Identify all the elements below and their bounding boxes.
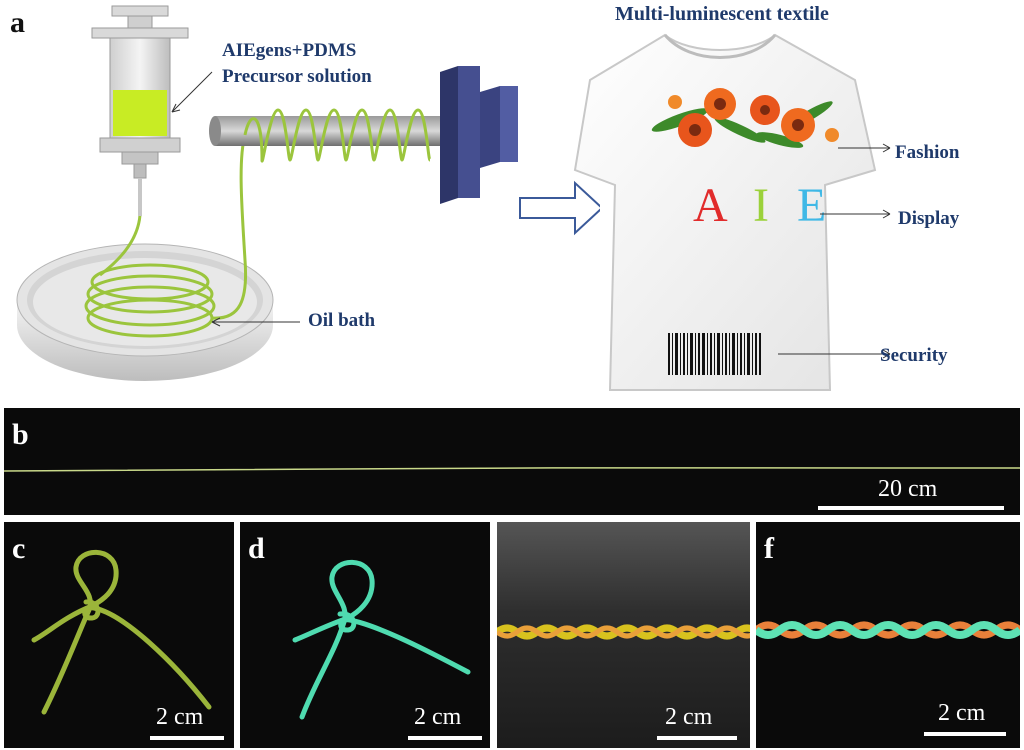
fiber-spring <box>243 108 432 163</box>
scale-text-c: 2 cm <box>156 704 204 730</box>
panel-c-label: c <box>12 532 26 565</box>
scale-bar-f <box>924 732 1006 736</box>
process-arrow-icon <box>519 180 600 236</box>
callout-arrows <box>778 143 891 359</box>
shirt-letters: A I E <box>693 178 834 233</box>
twisted-fiber-yellow-orange <box>497 522 750 748</box>
panel-d: d 2 cm <box>240 522 490 748</box>
knotted-fiber-cyan <box>292 559 471 720</box>
motor-block <box>440 66 518 204</box>
syringe-label-line2: Precursor solution <box>222 66 372 87</box>
scale-bar-d <box>408 736 482 740</box>
panel-a: a <box>10 3 960 391</box>
oil-bath-label: Oil bath <box>308 310 376 331</box>
twisted-fiber-cyan-orange <box>756 621 1020 639</box>
scale-text-d: 2 cm <box>414 704 462 730</box>
panel-f: f 2 cm <box>756 522 1020 748</box>
letter-e: E <box>797 179 835 232</box>
coiled-fiber <box>84 134 248 338</box>
panel-c: c 2 cm <box>4 522 234 748</box>
scale-bar-c <box>150 736 224 740</box>
t-shirt <box>573 33 877 391</box>
syringe <box>91 5 189 216</box>
flower-pattern <box>651 88 839 148</box>
letter-a: A <box>693 179 734 232</box>
scale-text-f: 2 cm <box>938 700 986 726</box>
panel-b-label: b <box>12 418 29 451</box>
syringe-label-line1: AIEgens+PDMS <box>222 40 357 61</box>
scale-bar-b <box>818 506 1004 510</box>
textile-title: Multi-luminescent textile <box>615 3 829 25</box>
panel-e: e 2 cm <box>497 522 750 748</box>
callout-fashion: Fashion <box>895 142 960 163</box>
panel-b: b 20 cm <box>4 408 1020 515</box>
callout-display: Display <box>898 208 960 229</box>
panel-f-label: f <box>764 532 774 565</box>
panel-d-label: d <box>248 532 265 565</box>
scale-text-e: 2 cm <box>665 704 713 730</box>
fiber-fabrication-schematic <box>16 5 600 381</box>
barcode <box>668 333 761 375</box>
syringe-label: AIEgens+PDMS Precursor solution <box>222 38 372 90</box>
callout-security: Security <box>880 345 948 366</box>
knotted-fiber-green <box>31 549 212 715</box>
long-fiber <box>4 466 1020 472</box>
letter-i: I <box>753 179 777 232</box>
panel-a-label: a <box>10 6 25 39</box>
scale-bar-e <box>657 736 737 740</box>
scale-text-b: 20 cm <box>878 476 938 502</box>
